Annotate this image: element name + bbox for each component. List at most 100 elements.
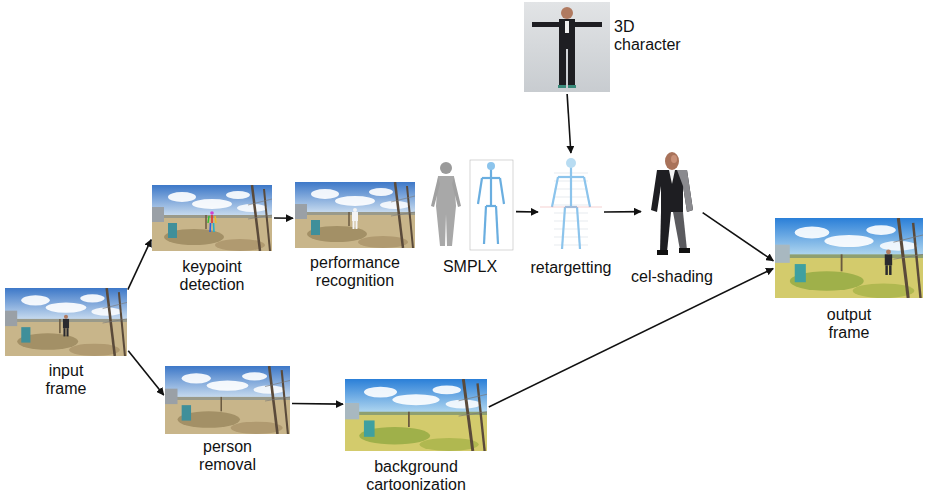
illustration-part (496, 206, 498, 244)
illustration-part (446, 400, 481, 409)
image-step: output frame (775, 218, 923, 298)
illustration-part (561, 7, 573, 19)
illustration-part (482, 177, 500, 179)
image-step: cel-shading (643, 150, 701, 258)
illustration-part (311, 220, 320, 235)
illustration-part (168, 223, 177, 238)
illustration-part (568, 85, 576, 88)
illustration-part (407, 186, 413, 248)
illustration-part (552, 167, 590, 249)
image-step: SMPLX (426, 158, 514, 252)
flow-arrow (567, 94, 571, 153)
image-step: keypoint detection (152, 185, 272, 251)
illustration-part (237, 204, 267, 212)
illustration-part (478, 178, 482, 204)
illustration-part (392, 394, 439, 405)
illustration-part (657, 250, 668, 255)
step-caption-box: performance recognition (290, 254, 420, 291)
step-caption: performance recognition (310, 254, 400, 289)
illustration-part (182, 373, 211, 383)
illustration-part (213, 223, 215, 232)
illustration-part (209, 223, 211, 232)
illustration-part (775, 218, 923, 298)
illustration-part (63, 328, 65, 336)
image-step: input frame (5, 288, 127, 356)
illustration-part (669, 170, 675, 184)
illustration-part (486, 205, 496, 207)
illustration-part (487, 162, 495, 170)
image-step: background cartoonization (345, 379, 487, 451)
illustration-part (565, 21, 569, 33)
illustration-part (651, 170, 693, 212)
step-caption: retargetting (531, 259, 612, 276)
illustration-part (208, 216, 209, 223)
illustration-part (775, 245, 790, 263)
step-caption-box: retargetting (521, 259, 621, 277)
illustration-part (119, 292, 125, 356)
illustration-part (554, 245, 588, 246)
illustration-part (295, 204, 307, 219)
illustration-part (103, 302, 127, 308)
illustration-part (295, 182, 415, 248)
illustration-part (64, 315, 68, 319)
illustration-part (913, 223, 920, 298)
illustration-part (248, 199, 272, 205)
illustration-part (889, 265, 891, 275)
illustration-part (433, 386, 461, 395)
illustration-part (540, 155, 602, 255)
illustration-part (893, 235, 923, 242)
illustration-part (554, 221, 588, 222)
illustration-part (554, 237, 588, 238)
illustration-part (484, 206, 486, 244)
illustration-part (67, 328, 69, 336)
illustration-part (356, 221, 358, 229)
illustration-part (558, 85, 566, 88)
illustration-part (91, 308, 122, 316)
illustration-part (364, 387, 397, 398)
illustration-part (524, 2, 610, 92)
illustration-part (21, 327, 30, 342)
illustration-part (220, 397, 222, 411)
step-caption: cel-shading (631, 268, 713, 285)
illustration-part (358, 236, 408, 248)
illustration-part (353, 221, 355, 229)
illustration-part (80, 294, 104, 302)
illustration-part (478, 168, 504, 244)
illustration-part (643, 150, 701, 258)
illustration-part (207, 380, 249, 390)
illustration-part (248, 215, 272, 219)
image-step: performance recognition (295, 182, 415, 248)
illustration-part (254, 386, 285, 394)
illustration-part (211, 215, 213, 223)
illustration-part (352, 212, 358, 221)
illustration-part (459, 394, 487, 401)
illustration-part (168, 192, 196, 202)
illustration-part (5, 311, 17, 326)
step-caption: input frame (46, 362, 87, 397)
illustration-part (282, 370, 288, 434)
illustration-part (566, 158, 576, 168)
illustration-part (265, 397, 290, 401)
illustration-part (559, 49, 566, 85)
illustration-part (210, 211, 214, 215)
illustration-part (577, 207, 580, 249)
illustration-part (478, 383, 485, 451)
illustration-part (540, 207, 602, 208)
illustration-part (440, 162, 452, 174)
illustration-part (226, 191, 250, 199)
illustration-part (165, 400, 290, 434)
illustration-part (408, 412, 410, 427)
illustration-part (570, 167, 572, 207)
illustration-part (21, 295, 49, 305)
step-caption-box: background cartoonization (341, 458, 491, 495)
illustration-part (5, 288, 127, 356)
illustration-part (568, 49, 575, 85)
illustration-part (345, 379, 487, 451)
illustration-part (335, 196, 375, 206)
illustration-part (63, 319, 69, 328)
illustration-part (824, 235, 873, 247)
flow-arrow (292, 403, 343, 405)
illustration-part (524, 2, 610, 92)
illustration-part (182, 405, 191, 420)
